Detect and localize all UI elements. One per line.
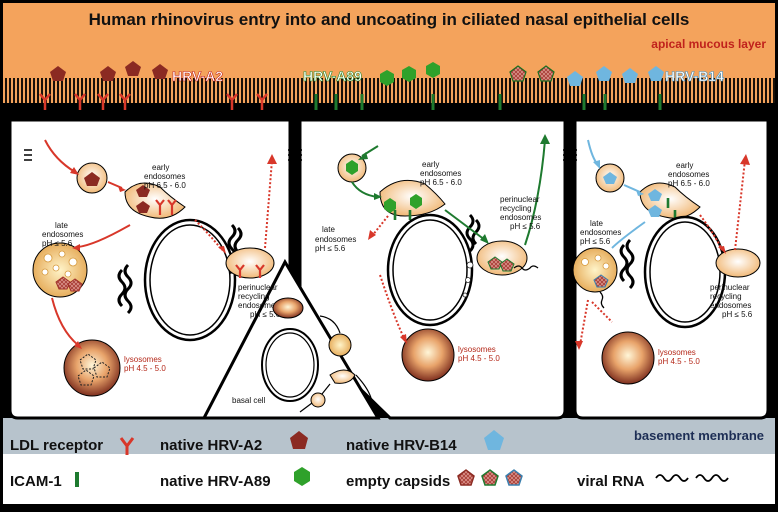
- cell-right-contents: [572, 139, 761, 385]
- late-endosome-ph-1: pH ≤ 5.6: [42, 239, 73, 248]
- recycling-endosome-1: [225, 247, 275, 279]
- legend-native-a89-label: native HRV-A89: [160, 473, 271, 490]
- basement-membrane-label: basement membrane: [634, 428, 764, 443]
- lysosome-label-2: lysosomes: [458, 345, 496, 354]
- apical-hrv-a89-viruses: [380, 62, 440, 86]
- empty-capsid-b14-icon: [505, 469, 523, 486]
- late-endosome-label-1: late: [55, 221, 68, 230]
- icam-icon: [75, 472, 79, 487]
- hrv-a89-label: HRV-A89: [303, 68, 362, 84]
- recycling-label-3b: recycling: [710, 292, 742, 301]
- apical-label: apical mucous layer: [651, 37, 766, 51]
- apical-empty-a89: [509, 65, 555, 82]
- recycling-label-3: perinuclear: [710, 283, 750, 292]
- lysosome-ph-1: pH 4.5 - 5.0: [124, 364, 166, 373]
- early-endosome-ph-2: pH 6.5 - 6.0: [420, 178, 462, 187]
- legend-icam-label: ICAM-1: [10, 473, 62, 490]
- recycling-ph-3: pH ≤ 5.6: [722, 310, 753, 319]
- nucleus-2: [386, 213, 474, 327]
- recycling-label-2: perinuclear: [500, 195, 540, 204]
- recycling-label-2b: recycling: [500, 204, 532, 213]
- lysosome-label-1: lysosomes: [124, 355, 162, 364]
- basement-membrane: [3, 418, 775, 454]
- late-endosome-label-1b: endosomes: [42, 230, 83, 239]
- empty-capsid-a2-icon: [457, 469, 475, 486]
- late-endosome-ph-2: pH ≤ 5.6: [315, 244, 346, 253]
- legend-native-a2-label: native HRV-A2: [160, 437, 262, 454]
- apical-membrane: [3, 112, 775, 120]
- apical-hrv-b14-viruses: [567, 66, 664, 86]
- early-endosome-label-1: early: [152, 163, 169, 172]
- hrv-b14-label: HRV-B14: [665, 68, 724, 84]
- recycling-label-1: perinuclear: [238, 283, 278, 292]
- cell-left-contents: [32, 139, 277, 397]
- early-endosome-label-2b: endosomes: [420, 169, 461, 178]
- cell-middle-labels: early endosomes pH 6.5 - 6.0 late endoso…: [315, 160, 541, 363]
- golgi-3: [619, 238, 635, 290]
- recycling-label-1b: recycling: [238, 292, 270, 301]
- surface-ldl-receptors: [39, 93, 268, 110]
- hrv-a2-icon: [290, 431, 308, 449]
- lysosome-ph-3: pH 4.5 - 5.0: [658, 357, 700, 366]
- nucleus-3: [643, 215, 727, 329]
- lysosome-2: [401, 328, 455, 382]
- legend-native-b14-label: native HRV-B14: [346, 437, 457, 454]
- tight-junctions: [24, 149, 577, 161]
- recycling-ph-2: pH ≤ 5.6: [510, 222, 541, 231]
- recycling-endosome-3: [715, 248, 761, 278]
- recycling-label-3c: endosomes: [710, 301, 751, 310]
- recycling-ph-1: pH ≤ 5.6: [250, 310, 281, 319]
- late-endosome-label-2b: endosomes: [315, 235, 356, 244]
- empty-capsid-a89-icon: [481, 469, 499, 486]
- early-endosome-ph-1: pH 6.5 - 6.0: [144, 181, 186, 190]
- hrv-a89-icon: [294, 467, 310, 486]
- early-endosome-label-3: early: [676, 161, 693, 170]
- legend-empty-label: empty capsids: [346, 473, 450, 490]
- lysosome-3: [601, 331, 655, 385]
- early-endosome-label-1b: endosomes: [144, 172, 185, 181]
- surface-icam-1: [314, 94, 662, 110]
- late-endosome-label-3b: endosomes: [580, 228, 621, 237]
- late-endosome-label-2: late: [322, 225, 335, 234]
- early-endosome-label-2: early: [422, 160, 439, 169]
- late-endosome-3: [572, 247, 618, 293]
- cell-middle-contents: [337, 134, 550, 382]
- basal-cell-label: basal cell: [232, 396, 266, 405]
- late-endosome-ph-3: pH ≤ 5.6: [580, 237, 611, 246]
- recycling-label-2c: endosomes: [500, 213, 541, 222]
- cell-right-labels: early endosomes pH 6.5 - 6.0 late endoso…: [580, 161, 753, 366]
- recycling-label-1c: endosomes: [238, 301, 279, 310]
- hrv-a2-label: HRV-A2: [172, 68, 223, 84]
- legend-ldl-label: LDL receptor: [10, 437, 103, 454]
- basal-cell-contents: [261, 297, 373, 413]
- early-endosome-label-3b: endosomes: [668, 170, 709, 179]
- viral-rna-icon: [655, 474, 729, 482]
- hrv-b14-icon: [484, 430, 504, 450]
- page-title: Human rhinovirus entry into and uncoatin…: [89, 10, 690, 29]
- ldl-receptor-icon: [119, 437, 135, 455]
- nucleus-1: [143, 218, 237, 342]
- lysosome-1: [63, 339, 121, 397]
- apical-hrv-a2-viruses: [50, 61, 168, 81]
- late-endosome-label-3: late: [590, 219, 603, 228]
- lysosome-label-3: lysosomes: [658, 348, 696, 357]
- legend: LDL receptor ICAM-1 native HRV-A2 native…: [10, 430, 729, 490]
- early-endosome-ph-3: pH 6.5 - 6.0: [668, 179, 710, 188]
- lysosome-ph-2: pH 4.5 - 5.0: [458, 354, 500, 363]
- cell-left-labels: early endosomes pH 6.5 - 6.0 late endoso…: [42, 163, 281, 373]
- legend-rna-label: viral RNA: [577, 473, 645, 490]
